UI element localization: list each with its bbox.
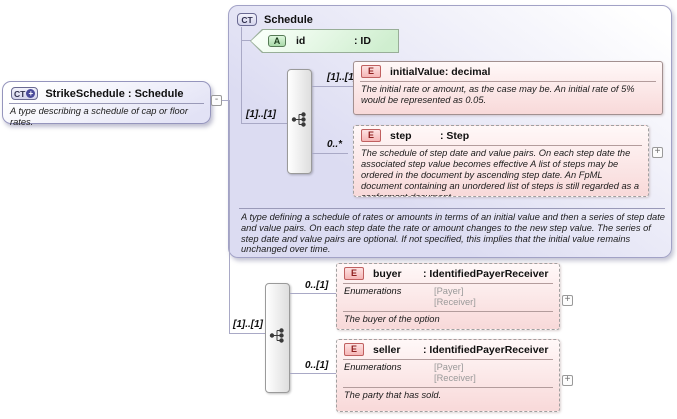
divider xyxy=(360,145,642,146)
attribute-name: id xyxy=(296,35,306,47)
element-icon: E xyxy=(344,267,364,280)
enumerations-label: Enumerations xyxy=(344,286,402,296)
element-type: : IdentifiedPayerReceiver xyxy=(423,343,549,356)
element-description: The party that has sold. xyxy=(344,389,442,400)
plus-circle-icon: + xyxy=(26,89,36,98)
connector-line xyxy=(229,333,265,334)
initialvalue-cardinality-label: [1]..[1] xyxy=(327,72,357,83)
complex-type-icon: CT xyxy=(237,13,257,26)
divider xyxy=(343,359,553,360)
element-description: The buyer of the option xyxy=(344,313,440,324)
enumerations-row: Enumerations [Payer] [Receiver] xyxy=(337,284,559,309)
connector-line xyxy=(290,293,336,294)
element-type: : Step xyxy=(440,129,470,142)
buyer-cardinality-label: 0..[1] xyxy=(305,280,329,291)
attribute-icon: A xyxy=(268,35,286,47)
divider xyxy=(239,208,665,209)
complex-type-extension-icon: CT+ xyxy=(11,87,39,100)
sequence-cardinality-label: [1]..[1] xyxy=(246,109,276,120)
attribute-type: : ID xyxy=(354,35,371,47)
seller-cardinality-label: 0..[1] xyxy=(305,360,329,371)
element-name: buyer xyxy=(373,267,402,280)
schedule-complex-type-node[interactable]: CT Schedule [1]..[1] A id : ID xyxy=(228,5,672,258)
element-name: initialValue xyxy=(390,65,445,78)
strikeschedule-type-title: StrikeSchedule : Schedule xyxy=(45,87,184,100)
enumerations-row: Enumerations [Payer] [Receiver] xyxy=(337,360,559,385)
element-description: The initial rate or amount, as the case … xyxy=(361,84,635,105)
attribute-id-node[interactable]: A id : ID xyxy=(250,29,399,53)
schedule-annotation: A type defining a schedule of rates or a… xyxy=(241,212,665,255)
enumeration-value: [Receiver] xyxy=(434,296,476,307)
divider xyxy=(343,283,553,284)
element-type: : IdentifiedPayerReceiver xyxy=(423,267,549,280)
element-seller-node[interactable]: E seller : IdentifiedPayerReceiver Enume… xyxy=(336,339,560,412)
connector-line xyxy=(312,86,353,87)
element-initialvalue-node[interactable]: E initialValue : decimal The initial rat… xyxy=(353,61,663,115)
divider xyxy=(360,81,656,82)
enumerations-label: Enumerations xyxy=(344,362,402,372)
divider xyxy=(343,386,553,388)
element-icon: E xyxy=(361,65,381,78)
connector-line xyxy=(222,100,230,101)
strikeschedule-description: A type describing a schedule of cap or f… xyxy=(10,106,188,127)
strikeschedule-type-node[interactable]: CT+ StrikeSchedule : Schedule A type des… xyxy=(2,81,211,127)
element-icon: E xyxy=(344,343,364,356)
connector-line xyxy=(290,373,336,374)
element-step-node[interactable]: E step : Step The schedule of step date … xyxy=(353,125,649,197)
connector-line xyxy=(229,100,230,334)
enumeration-value: [Payer] xyxy=(434,286,464,296)
divider xyxy=(9,103,204,104)
step-cardinality-label: 0..* xyxy=(327,139,343,150)
connector-line xyxy=(241,123,287,124)
connector-line xyxy=(241,40,251,41)
expand-buyer-handle[interactable]: + xyxy=(562,295,573,306)
schedule-type-title: Schedule xyxy=(264,13,313,26)
element-name: seller xyxy=(373,343,401,356)
collapse-handle[interactable]: - xyxy=(211,95,222,106)
element-name: step xyxy=(390,129,412,142)
element-type: : decimal xyxy=(444,65,491,78)
extension-sequence-compositor[interactable] xyxy=(265,283,290,393)
divider xyxy=(343,310,553,312)
element-icon: E xyxy=(361,129,381,142)
expand-step-handle[interactable]: + xyxy=(652,147,663,158)
connector-line xyxy=(241,27,242,123)
sequence-icon xyxy=(269,328,286,348)
enumeration-value: [Payer] xyxy=(434,362,464,372)
expand-seller-handle[interactable]: + xyxy=(562,375,573,386)
extension-sequence-cardinality-label: [1]..[1] xyxy=(233,319,263,330)
sequence-icon xyxy=(291,111,308,132)
element-description: The schedule of step date and value pair… xyxy=(361,148,640,197)
enumeration-value: [Receiver] xyxy=(434,372,476,383)
sequence-compositor[interactable] xyxy=(287,69,312,174)
connector-line xyxy=(312,153,348,154)
element-buyer-node[interactable]: E buyer : IdentifiedPayerReceiver Enumer… xyxy=(336,263,560,330)
